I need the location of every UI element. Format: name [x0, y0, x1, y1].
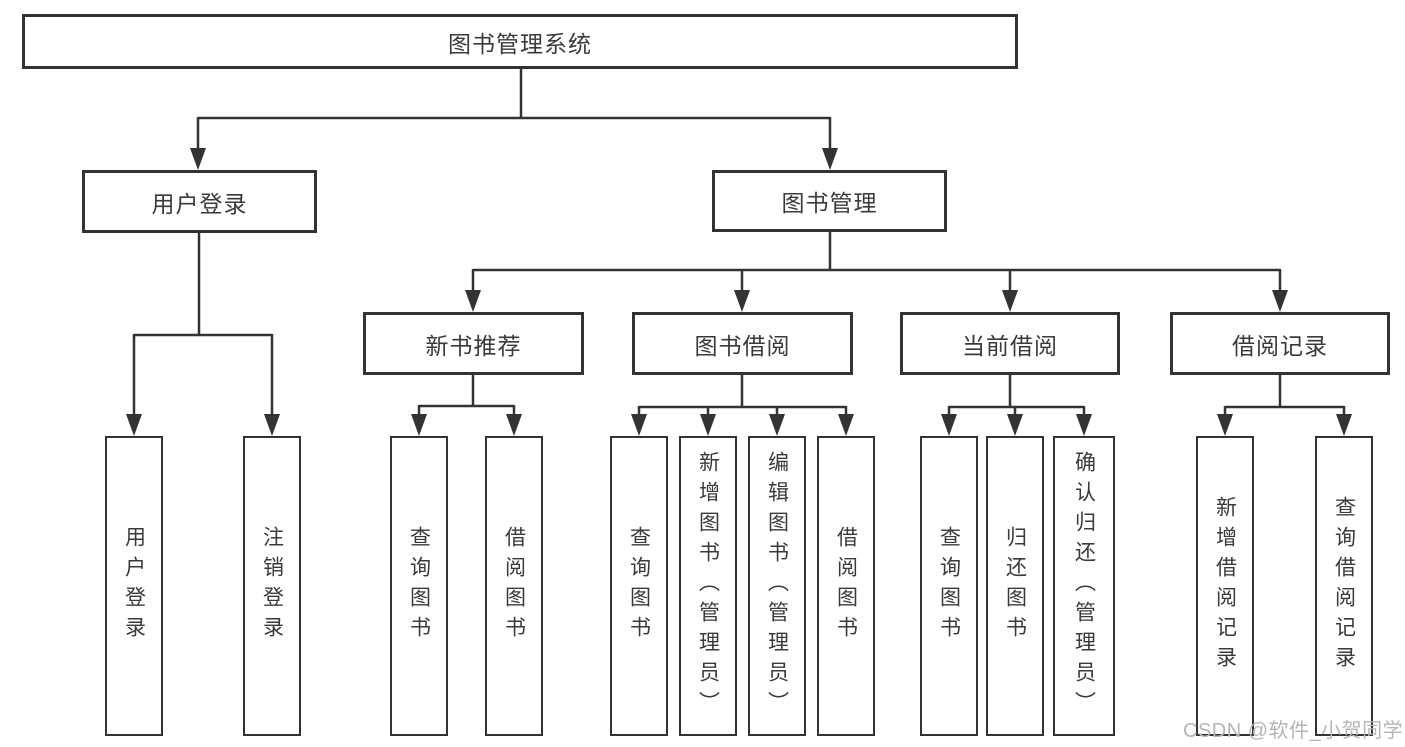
leaf-add-books-admin: 新增图书（管理员）	[679, 436, 737, 736]
node-label: 新书推荐	[425, 332, 522, 359]
leaf-add-borrow-record: 新增借阅记录	[1196, 436, 1254, 736]
node-current-borrowing: 当前借阅	[900, 312, 1120, 375]
node-label: 用户登录	[122, 526, 146, 646]
node-label: 借阅图书	[502, 526, 526, 646]
leaf-borrow-books: 借阅图书	[817, 436, 875, 736]
leaf-borrow-books-recommend: 借阅图书	[485, 436, 543, 736]
leaf-return-books: 归还图书	[986, 436, 1044, 736]
node-library-management-system: 图书管理系统	[22, 14, 1018, 69]
node-label: 借阅记录	[1232, 332, 1328, 359]
node-label: 新增借阅记录	[1213, 496, 1237, 676]
node-label: 编辑图书（管理员）	[765, 451, 789, 721]
node-label: 确认归还（管理员）	[1072, 451, 1096, 721]
watermark: CSDN @软件_小贺同学	[1183, 720, 1404, 742]
node-label: 用户登录	[151, 190, 248, 217]
node-label: 图书借阅	[694, 332, 791, 359]
node-new-book-recommendation: 新书推荐	[363, 312, 584, 375]
node-label: 查询图书	[407, 526, 431, 646]
node-label: 注销登录	[260, 526, 284, 646]
node-label: 查询借阅记录	[1332, 496, 1356, 676]
leaf-edit-books-admin: 编辑图书（管理员）	[748, 436, 806, 736]
node-label: 查询图书	[627, 526, 651, 646]
leaf-query-books-recommend: 查询图书	[390, 436, 448, 736]
node-user-login: 用户登录	[82, 170, 317, 233]
node-label: 借阅图书	[834, 526, 858, 646]
node-label: 当前借阅	[962, 332, 1058, 359]
node-label: 新增图书（管理员）	[696, 451, 720, 721]
leaf-user-login: 用户登录	[105, 436, 163, 736]
leaf-query-borrow-record: 查询借阅记录	[1315, 436, 1373, 736]
leaf-query-books-current: 查询图书	[920, 436, 978, 736]
node-label: 图书管理	[781, 190, 878, 216]
leaf-logout: 注销登录	[243, 436, 301, 736]
leaf-confirm-return-admin: 确认归还（管理员）	[1053, 436, 1115, 736]
node-label: 归还图书	[1003, 526, 1027, 646]
node-borrowing-records: 借阅记录	[1170, 312, 1390, 375]
node-label: 图书管理系统	[448, 30, 592, 57]
node-book-borrowing: 图书借阅	[632, 312, 853, 375]
node-book-management: 图书管理	[712, 170, 947, 232]
node-label: 查询图书	[937, 526, 961, 646]
leaf-query-books-borrow: 查询图书	[610, 436, 668, 736]
